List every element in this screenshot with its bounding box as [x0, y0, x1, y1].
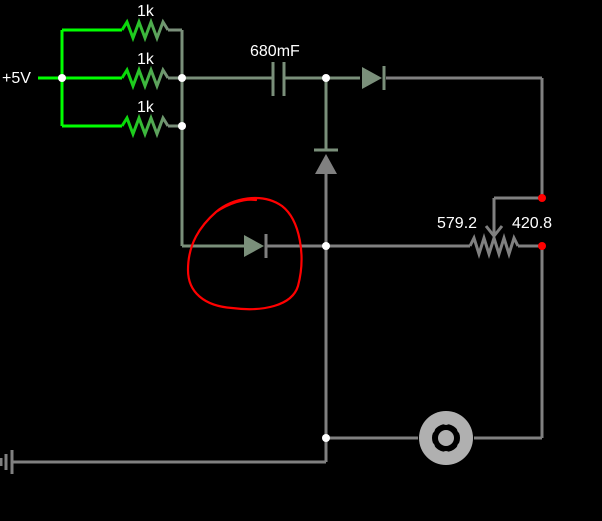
- diode-icon[interactable]: [362, 66, 386, 90]
- potentiometer-icon[interactable]: [468, 222, 520, 260]
- resistor-icon[interactable]: [120, 17, 170, 43]
- resistor-label: 1k: [137, 3, 155, 20]
- ground-icon[interactable]: [0, 450, 14, 474]
- diode-icon[interactable]: [314, 148, 338, 174]
- source-label: +5V: [2, 70, 31, 87]
- lamp-icon[interactable]: [419, 411, 473, 465]
- diode-icon[interactable]: [244, 234, 268, 258]
- red-nodes: [538, 194, 546, 250]
- junction-nodes: [58, 74, 330, 442]
- pot-right-value: 420.8: [512, 215, 552, 232]
- powered-wires: [38, 28, 122, 128]
- capacitor-icon[interactable]: [271, 62, 286, 96]
- pot-left-value: 579.2: [437, 215, 477, 232]
- resistor-label: 1k: [137, 99, 155, 116]
- resistor-icon[interactable]: [120, 113, 170, 139]
- annotation-circle: [186, 197, 303, 311]
- resistor-icon[interactable]: [120, 65, 170, 91]
- resistor-label: 1k: [137, 51, 155, 68]
- capacitor-label: 680mF: [250, 43, 300, 60]
- resistor-output-wires: [168, 28, 360, 248]
- wires: [12, 76, 544, 464]
